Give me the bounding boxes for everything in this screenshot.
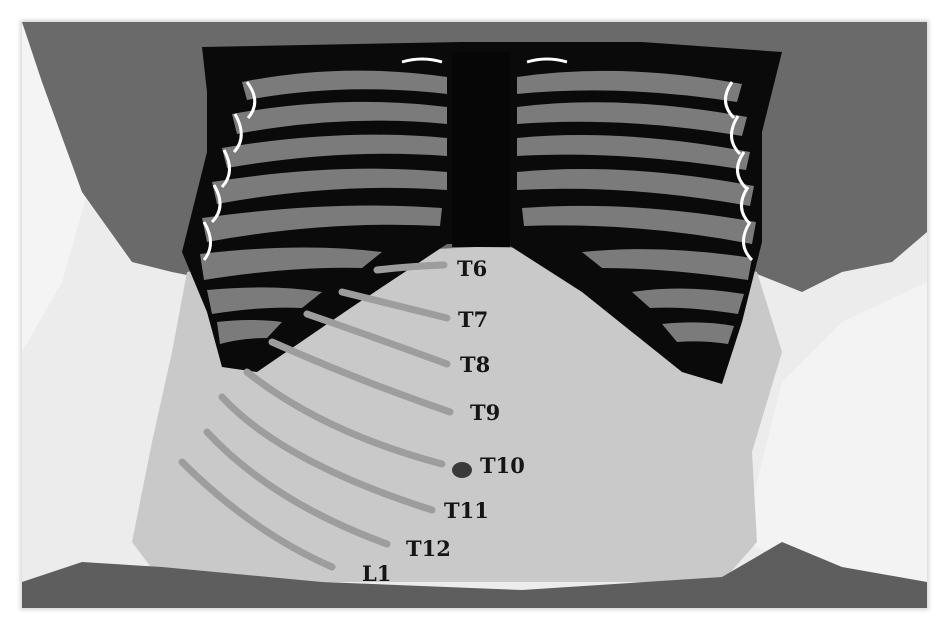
label-t10: T10 (480, 453, 525, 478)
label-t7: T7 (458, 307, 488, 332)
label-t9: T9 (470, 400, 500, 425)
label-l1: L1 (362, 561, 391, 586)
anatomy-photo: T6 T7 T8 T9 T10 T11 T12 L1 (22, 22, 927, 608)
label-t6: T6 (457, 256, 487, 281)
umbilicus (452, 462, 472, 478)
label-t11: T11 (444, 498, 489, 523)
label-t12: T12 (406, 536, 451, 561)
sternum (452, 52, 510, 247)
dermatome-illustration: T6 T7 T8 T9 T10 T11 T12 L1 (22, 22, 927, 608)
label-t8: T8 (460, 352, 490, 377)
